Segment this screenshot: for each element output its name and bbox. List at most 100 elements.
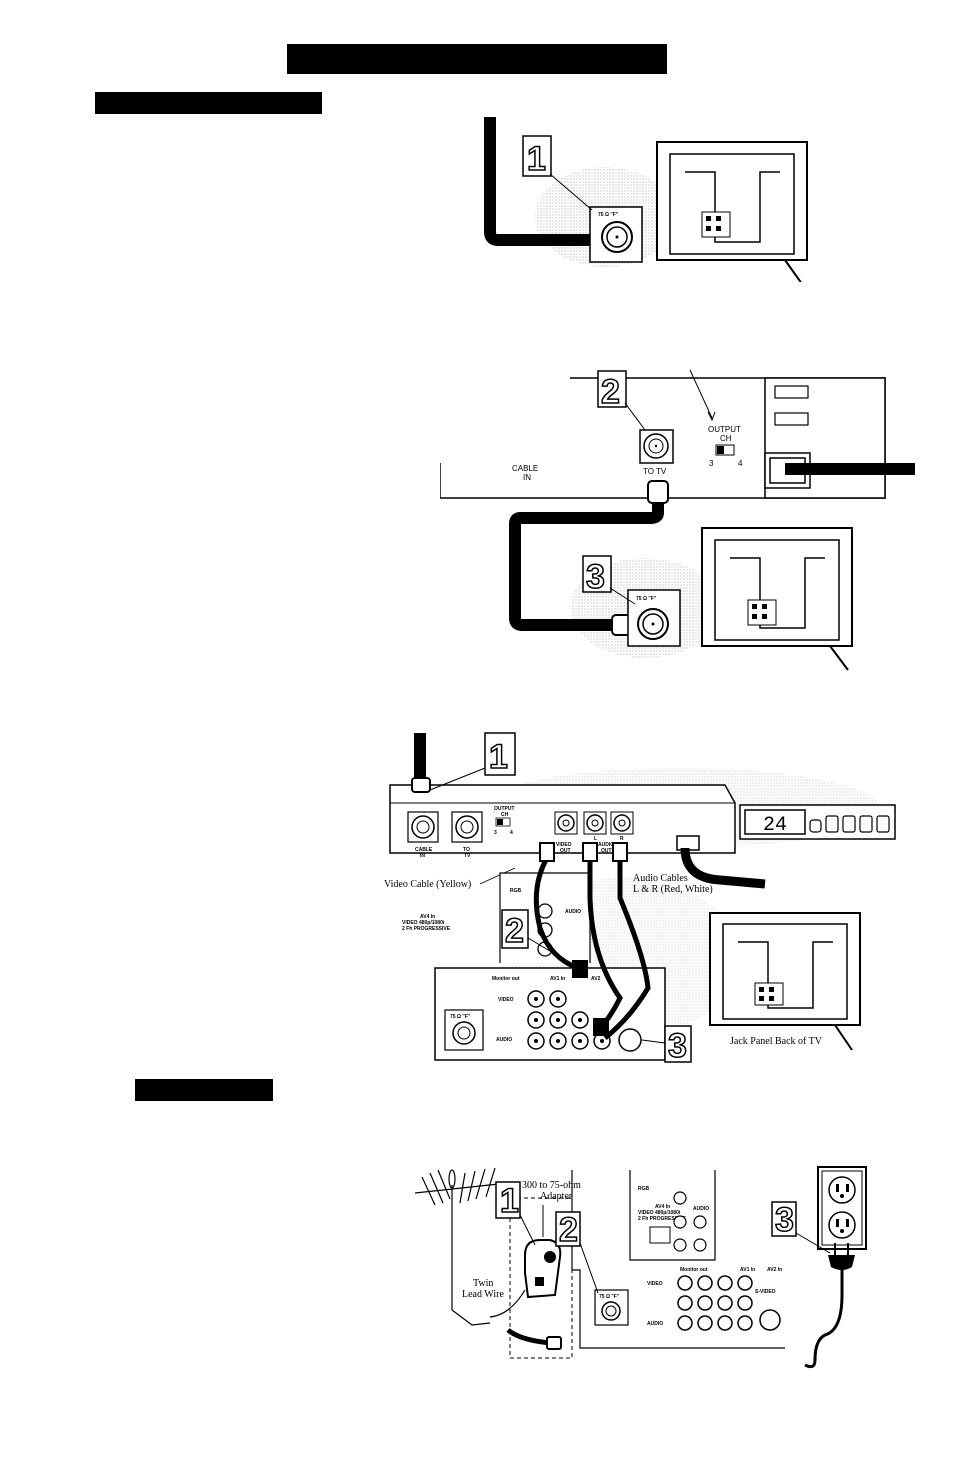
adapter-label-1: 300 to 75-ohm <box>522 1180 581 1191</box>
tv-back <box>701 527 853 671</box>
monitor-out-label: Monitor out <box>680 1267 708 1273</box>
cable-in-jack <box>407 811 439 843</box>
jack-label: 75 Ω "F" <box>636 596 657 602</box>
wall-outlet <box>817 1166 867 1250</box>
s-video-jack <box>618 1028 642 1052</box>
page-title-bar <box>287 44 667 74</box>
coax-cable <box>509 503 664 631</box>
av1-in-label: AV1 In <box>740 1267 755 1273</box>
step-1-badge <box>522 135 552 177</box>
l-label: L <box>594 836 597 842</box>
ch4-label: 4 <box>510 830 513 836</box>
rgb-label: RGB <box>638 1186 650 1192</box>
twin-lead-wire <box>489 1289 526 1318</box>
cable-in-label-1: CABLE <box>512 464 538 473</box>
video-cable <box>533 856 579 971</box>
audio-out-label-2: OUT <box>601 848 612 854</box>
figure-antenna-to-tv: 75 Ω "F" 1 <box>484 117 808 282</box>
step-2-number: 2 <box>505 912 524 950</box>
step-3-badge <box>664 1025 692 1063</box>
cable-in-label-2: IN <box>523 473 531 482</box>
step-1-number: 1 <box>527 140 546 178</box>
audio-out-l-jack <box>583 811 607 835</box>
output-label: OUTPUT <box>708 425 741 434</box>
step-2-badge <box>501 909 529 949</box>
svg-text:75 Ω "F": 75 Ω "F" <box>599 1294 620 1300</box>
ch3-label: 3 <box>709 459 714 468</box>
svg-text:75 Ω "F": 75 Ω "F" <box>450 1014 471 1020</box>
output-label: OUTPUT <box>494 806 515 812</box>
audio-label: AUDIO <box>565 909 581 915</box>
twin-lead-label-2: Lead Wire <box>462 1289 504 1300</box>
to-label-1: TO <box>463 847 470 853</box>
av1-in-label: AV1 In <box>550 976 565 982</box>
video-label: VIDEO <box>647 1281 663 1287</box>
ch-label: CH <box>720 434 732 443</box>
tv-back <box>656 141 808 282</box>
step-1-number: 1 <box>489 738 508 776</box>
ch3-label: 3 <box>494 830 497 836</box>
video-out-jack <box>554 811 578 835</box>
step-2-badge <box>597 370 627 408</box>
figure-cablebox-to-tv: CABLE IN TO TV OUTPUT CH 3 4 2 75 Ω "F" … <box>440 369 915 671</box>
av4-label-1: AV4 In <box>655 1204 670 1210</box>
twin-lead-label-1: Twin <box>473 1278 493 1289</box>
step-3-number: 3 <box>775 1201 794 1239</box>
coax-short <box>506 1327 551 1346</box>
video-out-label-1: VIDEO <box>556 842 572 848</box>
to-tv-jack <box>451 811 483 843</box>
ch4-label: 4 <box>738 459 743 468</box>
av4-label-3: 2 Fh PROGRESSIVE <box>402 926 451 932</box>
av4-label-2: VIDEO 480p/1080i <box>638 1210 681 1216</box>
cable-in-label-2: IN <box>420 853 425 859</box>
output-ch-switch <box>715 444 735 456</box>
audio-label: AUDIO <box>693 1206 709 1212</box>
adapter-label-2: Adapter <box>540 1191 573 1202</box>
section-heading-bar-1 <box>95 92 322 114</box>
monitor-out-label: Monitor out <box>492 976 520 982</box>
channel-display: 24 <box>763 814 787 837</box>
coax-cable <box>484 117 620 246</box>
tv-antenna-jack-plate: 75 Ω "F" <box>594 1289 629 1326</box>
adapter-dashed-box <box>509 1197 573 1359</box>
video-out-label-2: OUT <box>560 848 571 854</box>
s-video-jack <box>759 1309 781 1331</box>
step-2-badge <box>555 1211 581 1247</box>
step-3-number: 3 <box>586 558 605 596</box>
step-2-number: 2 <box>559 1211 578 1249</box>
step-1-badge <box>495 1181 521 1219</box>
step-3-number: 3 <box>668 1027 687 1065</box>
step-3-badge <box>582 555 612 593</box>
av2-in-label: AV2 In <box>767 1267 782 1273</box>
jack-panel-caption: Jack Panel Back of TV <box>730 1036 823 1047</box>
to-label-2: TV <box>464 853 471 859</box>
tv-back <box>709 912 861 1051</box>
audio-cable-r <box>603 858 651 1040</box>
av4-label-2: VIDEO 480p/1080i <box>402 920 445 926</box>
step-1-number: 1 <box>500 1182 519 1220</box>
rgb-label: RGB <box>510 888 522 894</box>
audio-label-2: AUDIO <box>496 1037 512 1043</box>
av4-label-1: AV4 In <box>420 914 435 920</box>
step-1-badge <box>484 732 516 776</box>
audio-out-r-jack <box>610 811 634 835</box>
cable-in-label-1: CABLE <box>415 847 433 853</box>
video-label: VIDEO <box>498 997 514 1003</box>
av2-label: AV2 <box>591 976 601 982</box>
rooftop-antenna <box>414 1167 509 1326</box>
power-plug <box>804 1243 855 1369</box>
ch-label: CH <box>501 812 509 818</box>
section-heading-bar-2 <box>135 1079 273 1101</box>
step-2-number: 2 <box>601 373 620 411</box>
s-video-label: S-VIDEO <box>755 1289 776 1295</box>
jack-label: 75 Ω "F" <box>598 212 619 218</box>
av4-label-3: 2 Fh PROGRESSIVE <box>638 1216 687 1222</box>
audio-cables-label-2: L & R (Red, White) <box>633 884 713 895</box>
audio-cables-label-1: Audio Cables <box>633 873 688 884</box>
video-cable-label: Video Cable (Yellow) <box>384 879 471 890</box>
step-3-badge <box>771 1201 797 1237</box>
to-tv-label: TO TV <box>643 467 667 476</box>
figure-antenna-adapter-power: 300 to 75-ohm Adapter Twin Lead Wire 1 R… <box>414 1166 867 1369</box>
figure-cablebox-av-to-tv: CABLE IN TO TV OUTPUT CH 3 4 VIDEO OUT A… <box>384 732 896 1066</box>
adapter-300-75 <box>524 1239 562 1299</box>
